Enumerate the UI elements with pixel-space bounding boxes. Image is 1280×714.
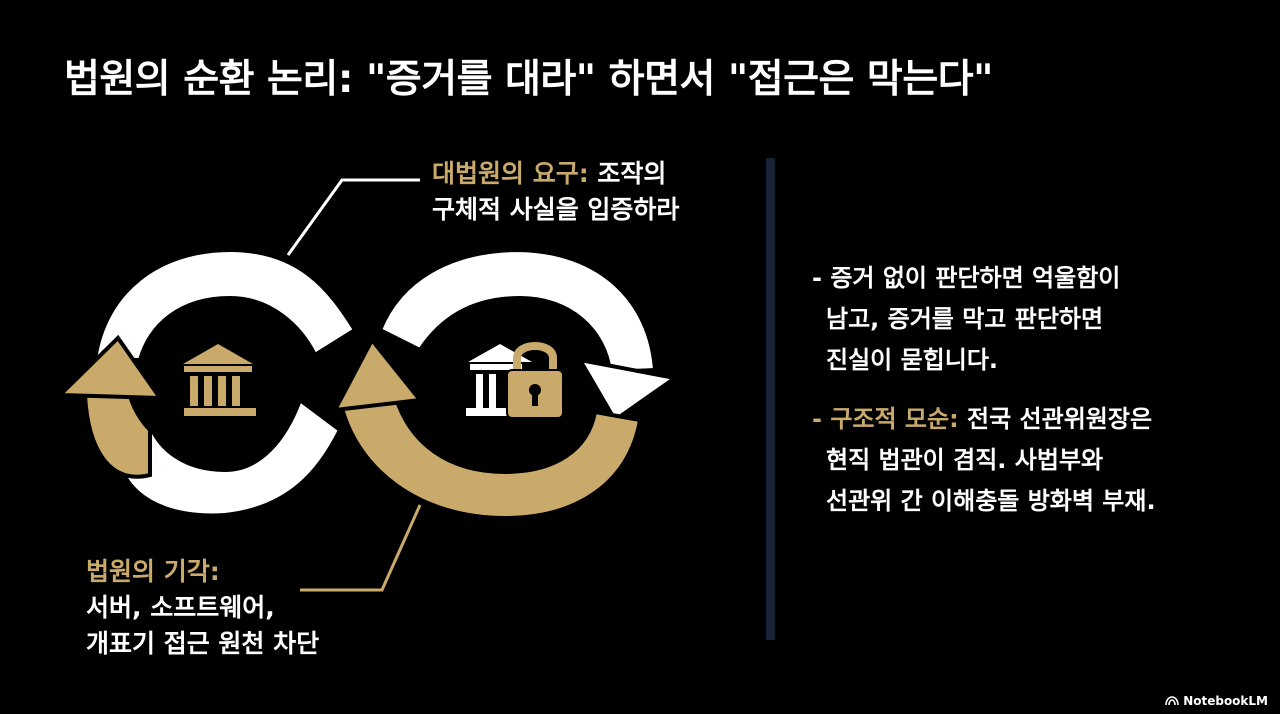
bottom-callout-connector <box>300 504 422 592</box>
bullet-list: - 증거 없이 판단하면 억울함이 남고, 증거를 막고 판단하면 진실이 묻힙… <box>812 258 1252 540</box>
circular-logic-diagram <box>55 178 681 592</box>
courthouse-padlock-icon <box>466 342 564 419</box>
bottom-callout-line2: 서버, 소프트웨어, <box>86 593 275 622</box>
gold-arrow-head-center <box>331 336 424 413</box>
gold-arrow-head-left <box>55 334 164 401</box>
bullet-dash: - <box>812 264 831 292</box>
bottom-callout: 법원의 기각: 서버, 소프트웨어, 개표기 접근 원천 차단 <box>86 554 319 662</box>
bullet-line: 진실이 묻힙니다. <box>826 346 999 374</box>
top-callout-line1-rest: 조작의 <box>588 159 667 188</box>
page-title: 법원의 순환 논리: "증거를 대라" 하면서 "접근은 막는다" <box>64 57 993 102</box>
vertical-divider <box>766 158 775 640</box>
courthouse-icon <box>183 344 256 416</box>
top-callout-connector <box>286 178 420 256</box>
bottom-callout-line3: 개표기 접근 원천 차단 <box>86 629 320 658</box>
bullet-line: 현직 법관이 겸직. 사법부와 <box>826 446 1104 474</box>
bullet-text: 전국 선관위원장은 <box>958 405 1153 433</box>
bullet-line: - 구조적 모순: 전국 선관위원장은 <box>812 399 1252 440</box>
bullet-highlight: 구조적 모순: <box>830 405 959 433</box>
brand-label: NotebookLM <box>1183 694 1268 708</box>
bullet-item: - 구조적 모순: 전국 선관위원장은 현직 법관이 겸직. 사법부와 선관위 … <box>812 399 1252 522</box>
gold-loop-lower-right <box>337 392 643 521</box>
bullet-text: 증거 없이 판단하면 억울함이 <box>830 264 1121 292</box>
top-callout-line2: 구체적 사실을 입증하라 <box>432 195 680 224</box>
gold-loop-left <box>82 393 152 479</box>
bullet-line: - 증거 없이 판단하면 억울함이 <box>812 258 1252 299</box>
top-callout-line1: 대법원의 요구: 조작의 <box>432 156 679 192</box>
brand-watermark: NotebookLM <box>1165 694 1268 708</box>
white-arrow-head-right <box>576 357 681 423</box>
bullet-line: 선관위 간 이해충돌 방화벽 부재. <box>826 487 1156 515</box>
white-loop-lower <box>114 396 343 518</box>
notebooklm-logo-icon <box>1165 696 1179 706</box>
bottom-callout-highlight: 법원의 기각: <box>86 557 220 586</box>
bullet-item: - 증거 없이 판단하면 억울함이 남고, 증거를 막고 판단하면 진실이 묻힙… <box>812 258 1252 381</box>
bullet-line: 남고, 증거를 막고 판단하면 <box>826 305 1104 333</box>
top-callout-highlight: 대법원의 요구: <box>432 159 589 188</box>
bullet-dash: - <box>812 405 831 433</box>
white-loop-right <box>377 247 658 375</box>
top-callout: 대법원의 요구: 조작의 구체적 사실을 입증하라 <box>432 156 679 228</box>
white-loop-upper-left <box>92 247 358 362</box>
